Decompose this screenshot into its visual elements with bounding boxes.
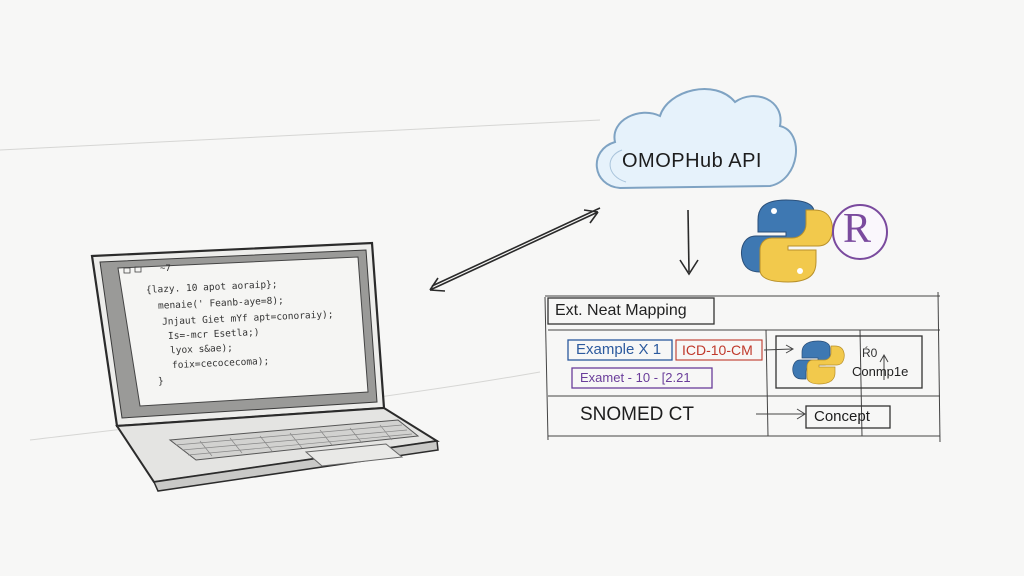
laptop — [90, 241, 440, 492]
row3-source: SNOMED CT — [580, 404, 694, 425]
concept-box-small-label: Ŕ0 — [862, 346, 878, 360]
table-header: Ext. Neat Mapping — [555, 302, 687, 319]
row2-source: Examet - 10 - [2.21 — [580, 370, 691, 385]
python-small-icon — [792, 340, 845, 385]
down-arrow — [679, 209, 699, 276]
concept-label: Concept — [814, 408, 870, 425]
python-logo-icon — [741, 199, 833, 283]
mapping-table-grid — [544, 291, 941, 443]
cloud-label: OMOPHub API — [622, 150, 762, 172]
laptop-screen — [117, 256, 369, 407]
row1-source: Example X 1 — [576, 341, 662, 358]
cloud — [595, 88, 797, 190]
code-line: } — [157, 375, 164, 388]
concept-box-label: Conmp1e — [852, 364, 909, 379]
r-logo-icon — [832, 204, 888, 260]
r-letter: R — [843, 206, 872, 252]
laptop-tab-text: ~7 — [160, 264, 171, 274]
laptop-trackpad — [304, 443, 404, 467]
row1-code: ICD-10-CM — [682, 342, 753, 358]
bidirectional-arrow — [429, 207, 601, 292]
